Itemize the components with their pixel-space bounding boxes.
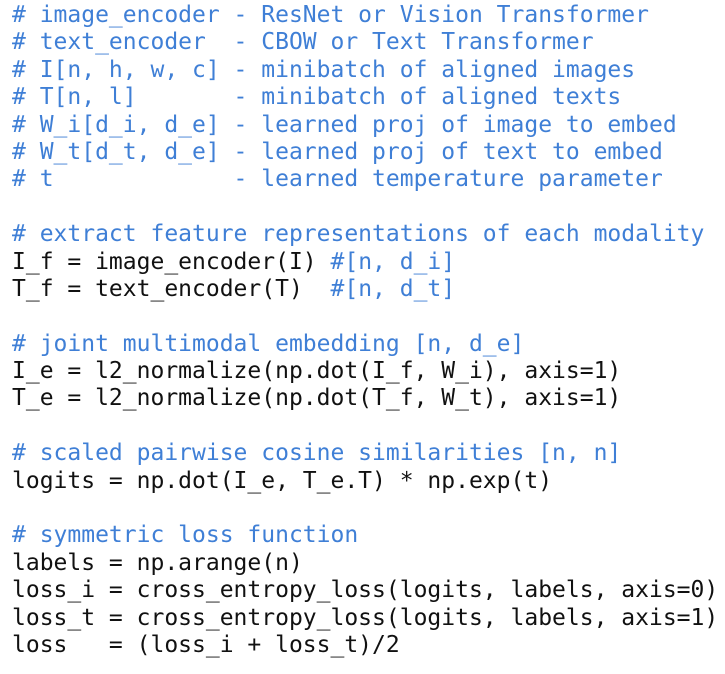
blank-line [12, 194, 724, 221]
code-line: loss = (loss_i + loss_t)/2 [12, 631, 400, 658]
code-line: # W_i[d_i, d_e] - learned proj of image … [12, 111, 677, 138]
code-line: # joint multimodal embedding [n, d_e] [12, 330, 525, 357]
code-text: I_f = image_encoder(I) [12, 248, 331, 275]
code-block: # image_encoder - ResNet or Vision Trans… [12, 2, 724, 659]
inline-comment: #[n, d_t] [330, 275, 456, 302]
inline-comment: #[n, d_i] [330, 248, 456, 275]
blank-line [12, 495, 724, 522]
code-text: T_f = text_encoder(T) [12, 275, 331, 302]
code-line: labels = np.arange(n) [12, 549, 303, 576]
code-line: # t - learned temperature parameter [12, 166, 663, 193]
code-line: # symmetric loss function [12, 522, 359, 549]
code-line: # extract feature representations of eac… [12, 221, 705, 248]
code-line: # text_encoder - CBOW or Text Transforme… [12, 29, 594, 56]
code-line: # W_t[d_t, d_e] - learned proj of text t… [12, 138, 663, 165]
code-line: # image_encoder - ResNet or Vision Trans… [12, 2, 649, 28]
code-line: loss_i = cross_entropy_loss(logits, labe… [12, 577, 719, 604]
code-line: T_f = text_encoder(T) #[n, d_t] [12, 276, 724, 303]
code-line: # scaled pairwise cosine similarities [n… [12, 440, 622, 467]
code-line: I_e = l2_normalize(np.dot(I_f, W_i), axi… [12, 358, 622, 385]
code-line: logits = np.dot(I_e, T_e.T) * np.exp(t) [12, 467, 553, 494]
code-line: # I[n, h, w, c] - minibatch of aligned i… [12, 56, 636, 83]
code-line: loss_t = cross_entropy_loss(logits, labe… [12, 604, 719, 631]
code-line: # T[n, l] - minibatch of aligned texts [12, 84, 622, 111]
blank-line [12, 303, 724, 330]
code-line: I_f = image_encoder(I) #[n, d_i] [12, 249, 724, 276]
code-line: T_e = l2_normalize(np.dot(T_f, W_t), axi… [12, 385, 622, 412]
blank-line [12, 413, 724, 440]
